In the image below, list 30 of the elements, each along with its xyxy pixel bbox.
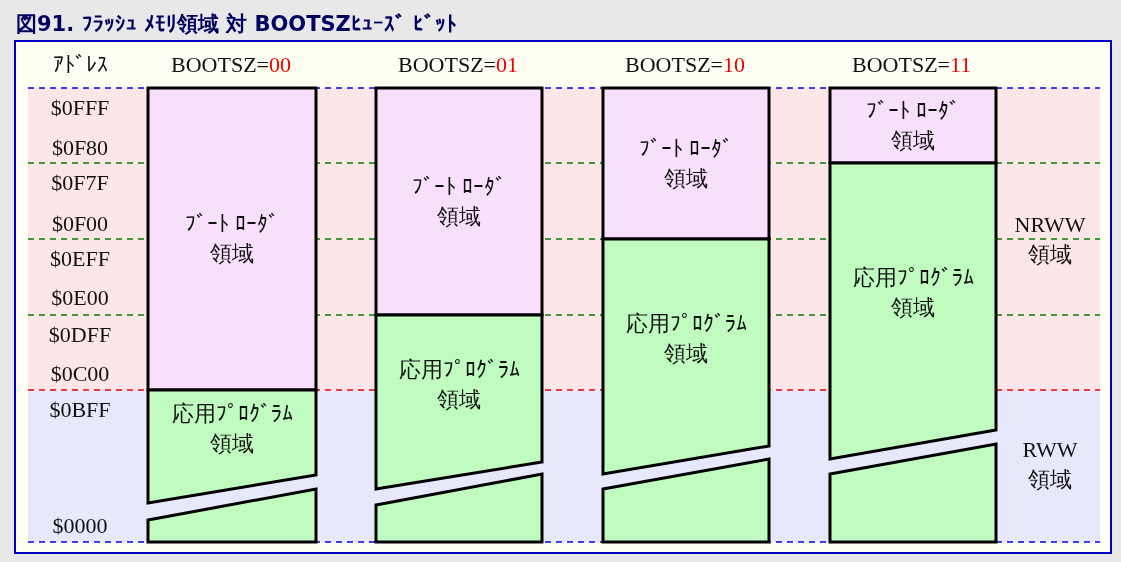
address-label: $0FFF <box>50 94 110 122</box>
region-label: 応用ﾌﾟﾛｸﾞﾗﾑ領域 <box>170 399 294 458</box>
column-heading: BOOTSZ= <box>625 51 723 79</box>
region-label: ﾌﾞｰﾄ ﾛｰﾀﾞ領域 <box>411 172 507 231</box>
address-label: $0F00 <box>51 210 109 238</box>
column-heading: 00 <box>269 51 291 79</box>
region-label: 応用ﾌﾟﾛｸﾞﾗﾑ領域 <box>851 263 975 322</box>
column-heading: ｱﾄﾞﾚｽ <box>52 51 108 79</box>
region-label: 応用ﾌﾟﾛｸﾞﾗﾑ領域 <box>397 355 521 414</box>
address-label: $0EFF <box>50 245 110 273</box>
column-heading: BOOTSZ= <box>171 51 269 79</box>
address-label: $0DFF <box>48 321 112 349</box>
region-label: ﾌﾞｰﾄ ﾛｰﾀﾞ領域 <box>865 96 961 155</box>
region-label: ﾌﾞｰﾄ ﾛｰﾀﾞ領域 <box>638 134 734 193</box>
address-label: $0BFF <box>49 396 111 424</box>
region-label: NRWW 領域 <box>1013 211 1087 269</box>
region-label: RWW 領域 <box>1021 436 1079 494</box>
column-heading: BOOTSZ= <box>852 51 950 79</box>
column-heading: 10 <box>723 51 745 79</box>
address-label: $0C00 <box>50 360 110 388</box>
address-label: $0E00 <box>51 284 109 312</box>
column-heading: 01 <box>496 51 518 79</box>
address-label: $0F7F <box>51 169 109 197</box>
region-label: 応用ﾌﾟﾛｸﾞﾗﾑ領域 <box>624 309 748 368</box>
figure-title: 図91. ﾌﾗｯｼｭ ﾒﾓﾘ領域 対 BOOTSZﾋｭｰｽﾞ ﾋﾞｯﾄ <box>16 11 458 38</box>
address-label: $0F80 <box>51 134 109 162</box>
column-heading: 11 <box>950 51 972 79</box>
column-heading: BOOTSZ= <box>398 51 496 79</box>
address-label: $0000 <box>52 512 108 540</box>
region-label: ﾌﾞｰﾄ ﾛｰﾀﾞ領域 <box>184 210 280 268</box>
